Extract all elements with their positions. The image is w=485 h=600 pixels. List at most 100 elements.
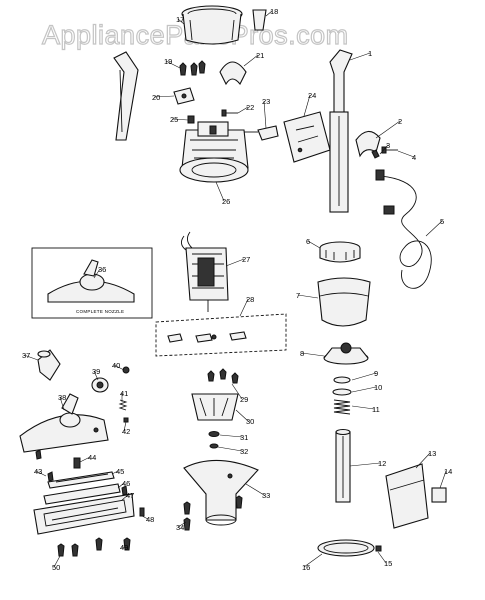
callout-11: 11	[372, 405, 380, 414]
leader-line-37	[23, 354, 39, 361]
leader-line-14	[439, 470, 447, 489]
part-18-clip	[252, 9, 267, 31]
callout-36: 36	[98, 265, 106, 274]
leader-line-44	[79, 456, 91, 463]
leader-line-17	[177, 18, 185, 25]
callout-27: 27	[242, 255, 250, 264]
callout-8: 8	[300, 349, 304, 358]
part-41-spring	[118, 399, 128, 411]
leader-line-39	[93, 370, 99, 381]
leader-line-1	[349, 52, 371, 61]
callout-4: 4	[412, 153, 416, 162]
part-23-switch	[244, 125, 279, 141]
leader-line-36	[93, 268, 101, 279]
callout-25: 25	[170, 115, 178, 124]
callout-23: 23	[262, 97, 270, 106]
callout-50: 50	[52, 563, 60, 572]
part-9-ring	[333, 376, 351, 384]
part-44-axle	[73, 457, 81, 469]
part-27-motor	[181, 231, 229, 312]
part-30-fan	[191, 393, 239, 421]
part-26-motor-housing	[179, 121, 249, 183]
callout-19: 19	[164, 57, 172, 66]
leader-line-49	[121, 546, 127, 549]
leader-line-32	[217, 446, 243, 452]
leader-line-24	[303, 94, 311, 117]
part-14-label	[431, 487, 447, 503]
leader-line-4	[397, 150, 415, 158]
callout-10: 10	[374, 383, 382, 392]
callout-6: 6	[306, 237, 310, 246]
part-7-filter-bag	[317, 277, 371, 327]
callout-41: 41	[120, 389, 128, 398]
callout-45: 45	[116, 467, 124, 476]
part-11-spring	[333, 399, 351, 415]
callout-17: 17	[176, 15, 184, 24]
part-32-nut	[209, 443, 219, 449]
leader-line-10	[351, 386, 377, 393]
leader-line-19	[165, 60, 181, 69]
leader-line-29	[231, 383, 243, 400]
part-48-screw	[139, 507, 145, 517]
part-42-clip	[123, 417, 129, 423]
leader-line-38	[59, 396, 65, 411]
part-45-brush-roll	[47, 471, 115, 489]
callout-40: 40	[112, 361, 120, 370]
part-10-washer	[332, 388, 352, 396]
callout-leader-lines	[23, 10, 447, 568]
part-28-brush-set	[155, 313, 287, 357]
leader-line-46	[117, 482, 125, 489]
callout-42: 42	[122, 427, 130, 436]
callout-7: 7	[296, 291, 300, 300]
callout-38: 38	[58, 393, 66, 402]
leader-line-13	[415, 452, 431, 469]
leader-line-7	[297, 294, 319, 299]
callout-39: 39	[92, 367, 100, 376]
callout-14: 14	[444, 467, 452, 476]
leader-line-47	[121, 494, 129, 501]
leader-line-23	[263, 100, 267, 129]
leader-line-3	[379, 144, 389, 155]
part-46-belt	[43, 483, 121, 505]
part-16-hose-clamp	[317, 539, 375, 557]
callout-46: 46	[122, 479, 130, 488]
leader-line-45	[111, 470, 119, 475]
part-40-pin	[122, 366, 130, 374]
callout-1: 1	[368, 49, 372, 58]
callout-18: 18	[270, 7, 278, 16]
callout-16: 16	[302, 563, 310, 572]
part-6-filter-cap	[319, 241, 361, 263]
part-15-clamp-screw	[375, 545, 382, 552]
callout-2: 2	[398, 117, 402, 126]
callout-13: 13	[428, 449, 436, 458]
leader-line-43	[35, 470, 47, 477]
part-49-screws	[71, 537, 131, 557]
callout-48: 48	[146, 515, 154, 524]
part-38-nozzle-body	[19, 393, 109, 453]
callout-44: 44	[88, 453, 96, 462]
part-22-screw	[221, 109, 238, 117]
part-12-lower-tube	[335, 428, 351, 503]
leader-line-12	[349, 462, 381, 467]
leader-line-34	[177, 521, 187, 528]
complete-nozzle-inset: COMPLETE NOZZLE	[31, 247, 153, 319]
callout-37: 37	[22, 351, 30, 360]
callout-15: 15	[384, 559, 392, 568]
part-43-screws	[35, 449, 128, 496]
callout-9: 9	[374, 369, 378, 378]
part-20-bracket	[173, 87, 195, 105]
callout-26: 26	[222, 197, 230, 206]
leader-line-30	[235, 409, 249, 422]
callout-28: 28	[246, 295, 254, 304]
part-5-power-cord	[375, 169, 432, 289]
callout-20: 20	[152, 93, 160, 102]
part-8-filter-base	[323, 342, 369, 365]
part-29-screws	[207, 368, 239, 384]
part-3-screw	[371, 149, 380, 159]
callout-32: 32	[240, 447, 248, 456]
leader-line-11	[351, 405, 375, 410]
part-33-fan-housing	[183, 459, 259, 526]
part-37-bulb	[37, 349, 61, 381]
callout-3: 3	[386, 141, 390, 150]
